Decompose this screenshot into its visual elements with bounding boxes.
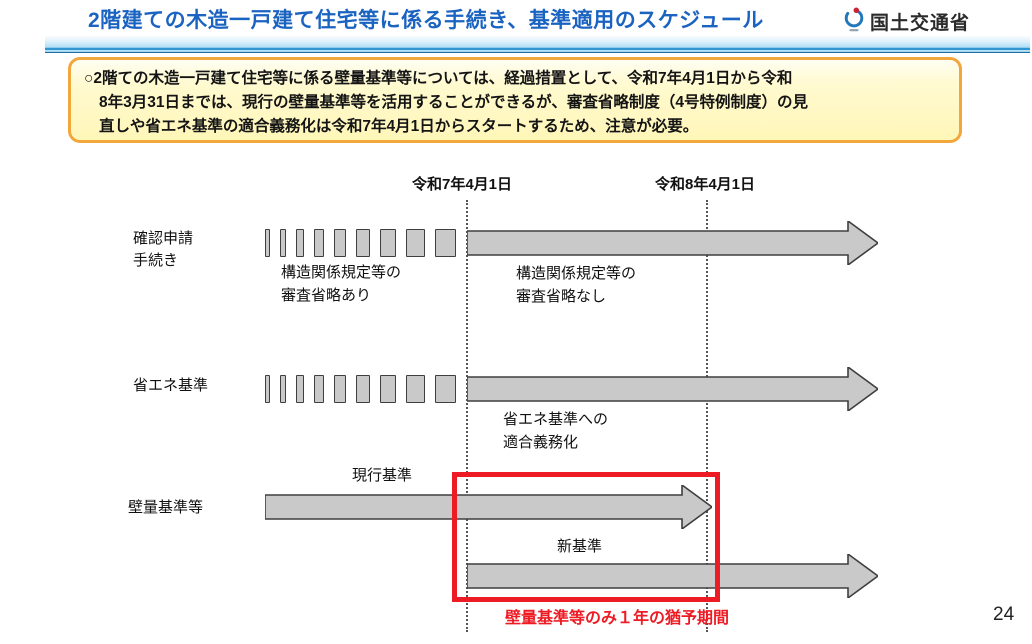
notice-line: ○2階ての木造一戸建て住宅等に係る壁量基準等については、経過措置として、令和7年… bbox=[84, 70, 793, 87]
phase-segment bbox=[334, 375, 346, 403]
agency-name: 国土交通省 bbox=[870, 13, 971, 34]
new-standard-arrow bbox=[467, 554, 878, 598]
phase-segment bbox=[435, 229, 456, 257]
current-standard-arrow bbox=[265, 485, 712, 529]
phase-segment bbox=[380, 375, 396, 403]
grace-period-highlight-box bbox=[452, 472, 720, 602]
row-label-hekiryo-kijun: 壁量基準等 bbox=[128, 499, 204, 516]
phase-segment bbox=[435, 375, 456, 403]
phase-segment bbox=[296, 229, 304, 257]
phase-segment bbox=[406, 375, 425, 403]
phase-segment bbox=[334, 229, 346, 257]
mlit-swirl-icon bbox=[843, 6, 865, 37]
phase-in-bar-row2 bbox=[265, 375, 456, 403]
label-shin-kijun: 新基準 bbox=[557, 538, 603, 555]
phase-segment bbox=[406, 229, 425, 257]
agency-branding: 国土交通省 bbox=[843, 6, 970, 37]
procedure-after-arrow bbox=[467, 221, 878, 265]
phase-segment bbox=[265, 229, 270, 257]
milestone-line-reiwa8 bbox=[706, 200, 708, 632]
notice-line: 直しや省エネ基準の適合義務化は令和7年4月1日からスタートするため、注意が必要。 bbox=[99, 118, 699, 136]
phase-segment bbox=[280, 375, 286, 403]
phase-segment bbox=[356, 375, 370, 403]
phase-segment bbox=[314, 375, 324, 403]
row-label-shoene-kijun: 省エネ基準 bbox=[133, 377, 209, 394]
notice-line: 8年3月31日までは、現行の壁量基準等を活用することができるが、審査省略制度（4… bbox=[99, 94, 808, 112]
page-number: 24 bbox=[993, 604, 1015, 625]
energy-standard-arrow bbox=[467, 367, 878, 411]
grace-period-note: 壁量基準等のみ１年の猶予期間 bbox=[505, 610, 730, 627]
milestone-date-reiwa8: 令和8年4月1日 bbox=[654, 176, 756, 193]
page-title: 2階建ての木造一戸建て住宅等に係る手続き、基準適用のスケジュール bbox=[88, 9, 764, 32]
phase-segment bbox=[356, 229, 370, 257]
label-shinsa-shoryaku-nashi: 構造関係規定等の 審査省略なし bbox=[516, 265, 637, 306]
phase-segment bbox=[380, 229, 396, 257]
milestone-date-reiwa7: 令和7年4月1日 bbox=[411, 176, 513, 193]
label-genko-kijun: 現行基準 bbox=[352, 467, 413, 484]
label-shinsa-shoryaku-ari: 構造関係規定等の 審査省略あり bbox=[281, 264, 402, 305]
milestone-line-reiwa7 bbox=[466, 200, 468, 632]
row-label-kakunin-shinsei: 確認申請 手続き bbox=[133, 230, 194, 269]
phase-segment bbox=[296, 375, 304, 403]
notice-box: ○2階ての木造一戸建て住宅等に係る壁量基準等については、経過措置として、令和7年… bbox=[68, 57, 962, 143]
phase-segment bbox=[265, 375, 270, 403]
phase-in-bar-row1 bbox=[265, 229, 456, 257]
label-shoene-gimuka: 省エネ基準への 適合義務化 bbox=[503, 411, 609, 452]
title-underline-band bbox=[45, 36, 1030, 53]
phase-segment bbox=[314, 229, 324, 257]
phase-segment bbox=[280, 229, 286, 257]
